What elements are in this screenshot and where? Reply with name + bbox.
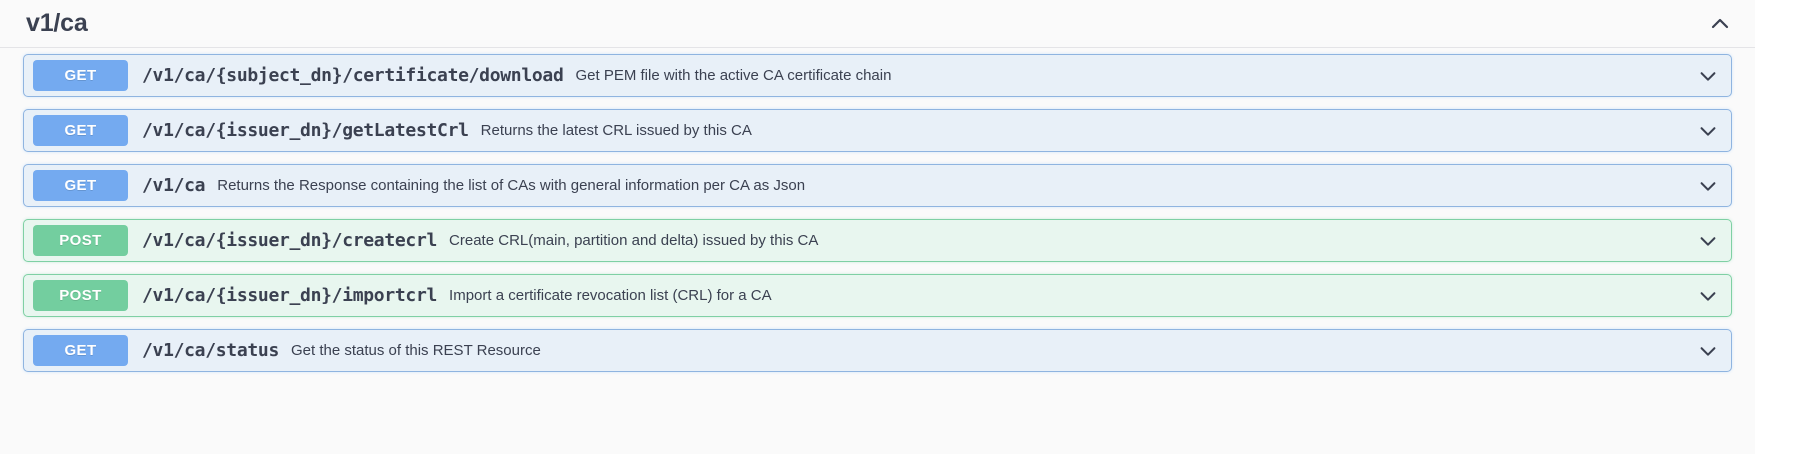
operation-row-get-ca-list[interactable]: GET /v1/ca Returns the Response containi… (23, 164, 1732, 207)
opblock-tag-section: v1/ca GET /v1/ca/{subject_dn}/certificat… (0, 0, 1755, 372)
operation-path: /v1/ca (142, 175, 206, 196)
method-badge-post: POST (33, 225, 128, 256)
method-badge-post: POST (33, 280, 128, 311)
operation-path: /v1/ca/status (142, 340, 279, 361)
operation-description: Returns the latest CRL issued by this CA (480, 122, 752, 139)
chevron-down-icon[interactable] (1697, 65, 1719, 87)
operation-path: /v1/ca/{issuer_dn}/importcrl (142, 285, 438, 306)
operation-description: Import a certificate revocation list (CR… (449, 287, 772, 304)
operation-description: Returns the Response containing the list… (217, 177, 806, 194)
operation-row-post-importcrl[interactable]: POST /v1/ca/{issuer_dn}/importcrl Import… (23, 274, 1732, 317)
operation-row-post-createcrl[interactable]: POST /v1/ca/{issuer_dn}/createcrl Create… (23, 219, 1732, 262)
operation-description: Get the status of this REST Resource (290, 342, 541, 359)
right-gutter (1755, 0, 1816, 454)
tag-header-v1-ca[interactable]: v1/ca (0, 0, 1755, 48)
chevron-down-icon[interactable] (1697, 340, 1719, 362)
operation-path: /v1/ca/{subject_dn}/certificate/download (142, 65, 564, 86)
operation-path: /v1/ca/{issuer_dn}/createcrl (142, 230, 438, 251)
operation-row-get-certificate-download[interactable]: GET /v1/ca/{subject_dn}/certificate/down… (23, 54, 1732, 97)
method-badge-get: GET (33, 115, 128, 146)
chevron-down-icon[interactable] (1697, 230, 1719, 252)
chevron-down-icon[interactable] (1697, 120, 1719, 142)
operations-list: GET /v1/ca/{subject_dn}/certificate/down… (0, 48, 1755, 372)
operation-row-get-latest-crl[interactable]: GET /v1/ca/{issuer_dn}/getLatestCrl Retu… (23, 109, 1732, 152)
operation-row-get-status[interactable]: GET /v1/ca/status Get the status of this… (23, 329, 1732, 372)
page-title: v1/ca (26, 9, 88, 37)
chevron-down-icon[interactable] (1697, 285, 1719, 307)
method-badge-get: GET (33, 170, 128, 201)
method-badge-get: GET (33, 60, 128, 91)
chevron-down-icon[interactable] (1697, 175, 1719, 197)
operation-description: Create CRL(main, partition and delta) is… (449, 232, 819, 249)
method-badge-get: GET (33, 335, 128, 366)
chevron-up-icon[interactable] (1708, 12, 1732, 36)
operation-description: Get PEM file with the active CA certific… (575, 67, 892, 84)
operation-path: /v1/ca/{issuer_dn}/getLatestCrl (142, 120, 469, 141)
